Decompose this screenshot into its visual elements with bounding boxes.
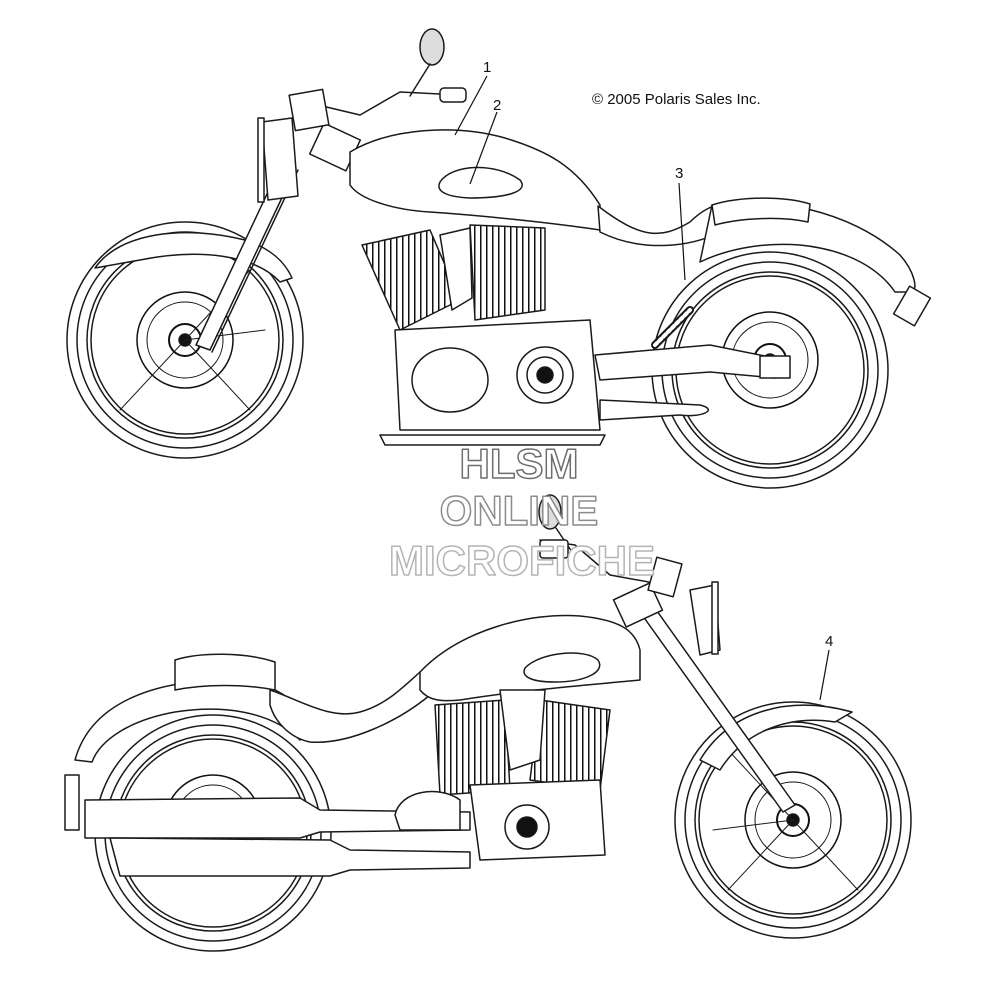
seat (597, 204, 721, 247)
rear-fender (699, 201, 916, 293)
watermark-line-1: HLSM (460, 440, 579, 487)
watermark: HLSM ONLINE MICROFICHE (388, 439, 656, 585)
tail-light (892, 285, 932, 327)
callout-4: 4 (825, 633, 833, 650)
callout-leader-bottom (819, 649, 830, 701)
swingarm (594, 344, 791, 381)
headlight (257, 117, 299, 203)
handlebar-mirror-bottom (538, 494, 683, 598)
passenger-seat (711, 197, 811, 226)
callout-1: 1 (483, 59, 491, 76)
tail-light-bottom (64, 774, 80, 831)
exhaust-bottom (84, 790, 471, 877)
motorcycle-left-side-view (66, 28, 932, 489)
engine-bottom (434, 689, 611, 861)
callout-3: 3 (675, 165, 683, 182)
front-fork-bottom (612, 582, 796, 813)
fuel-tank-bottom (419, 614, 641, 702)
headlight-bottom (689, 581, 721, 656)
handlebar-mirror (288, 28, 467, 132)
watermark-line-2: ONLINE (440, 487, 599, 534)
seat-bottom (269, 671, 431, 743)
motorcycle-right-side-view (64, 494, 912, 952)
watermark-line-3: MICROFICHE (389, 537, 655, 584)
engine (361, 224, 606, 446)
callout-2: 2 (493, 97, 501, 114)
callout-leaders-top (454, 75, 686, 281)
tank-graphic-bottom (523, 652, 601, 683)
passenger-seat-bottom (174, 653, 276, 691)
front-wheel-bottom (674, 701, 912, 939)
copyright-notice: © 2005 Polaris Sales Inc. (592, 91, 761, 108)
tank-graphic (438, 166, 523, 199)
exhaust (599, 399, 709, 421)
rear-shock (651, 306, 694, 349)
